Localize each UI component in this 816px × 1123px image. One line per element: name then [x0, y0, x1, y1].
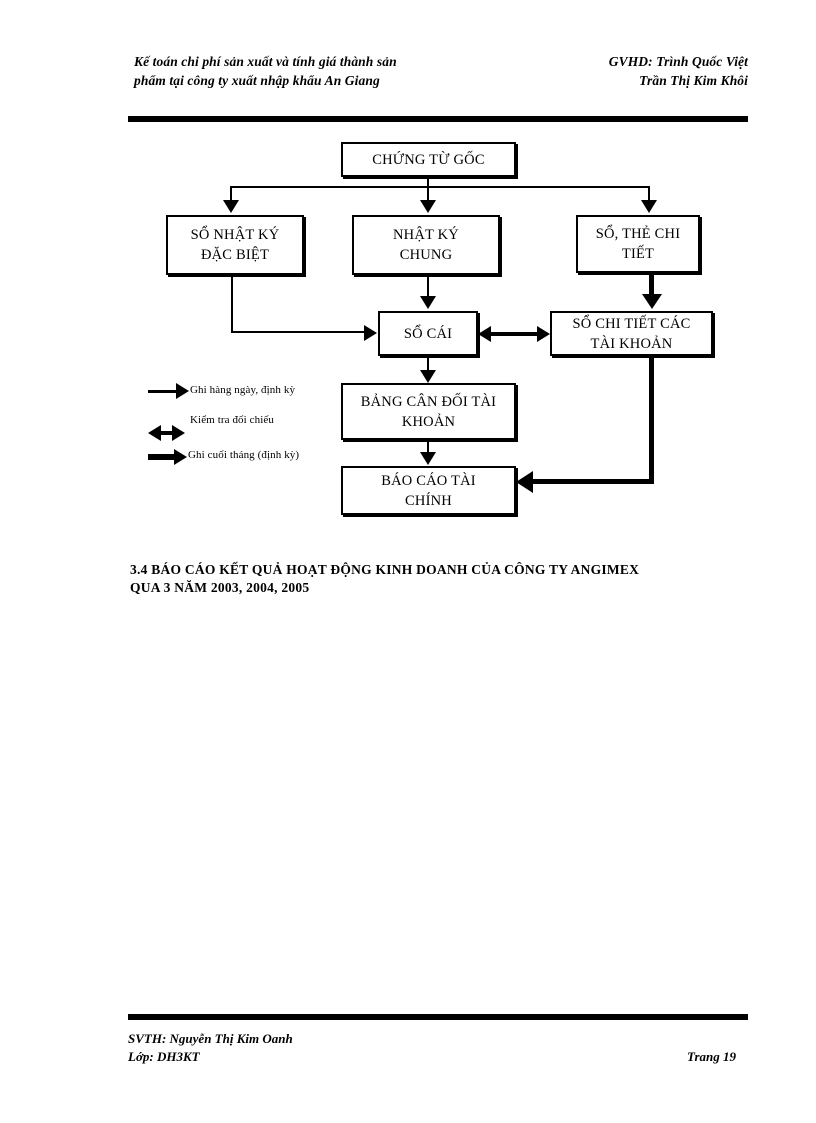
footer-author: SVTH: Nguyễn Thị Kim Oanh Lớp: DH3KT	[128, 1030, 293, 1066]
arrowhead-to-financial-reports	[516, 471, 533, 493]
footer-rule	[128, 1014, 748, 1020]
legend-arrow-daily-shaft	[148, 390, 178, 393]
legend-label-monthly: Ghi cuối tháng (định kỳ)	[188, 449, 300, 461]
legend-arrow-crosscheck-head-left	[148, 425, 161, 441]
connector-detail-accounts-down	[649, 356, 654, 484]
node-detail-accounts-label-line2: TÀI KHOẢN	[590, 335, 673, 352]
section-heading-line2: QUA 3 NĂM 2003, 2004, 2005	[130, 580, 310, 595]
legend-label-crosscheck: Kiểm tra đối chiếu	[190, 414, 274, 426]
arrowhead-trial-balance-to-financial-reports	[420, 452, 436, 465]
legend-arrow-monthly-shaft	[148, 454, 176, 460]
arrowhead-ledger-to-trial-balance	[420, 370, 436, 383]
header-advisor-line1: GVHD: Trình Quốc Việt	[608, 54, 748, 69]
header-rule	[128, 116, 748, 122]
section-heading-line1: 3.4 BÁO CÁO KẾT QUẢ HOẠT ĐỘNG KINH DOANH…	[130, 562, 640, 577]
node-financial-reports: BÁO CÁO TÀI CHÍNH	[341, 466, 516, 515]
connector-general-journal-to-ledger	[427, 275, 429, 297]
node-detail-books-label-line1: SỔ, THẺ CHI	[595, 226, 681, 242]
accounting-flowchart: CHỨNG TỪ GỐC SỔ NHẬT KÝ ĐẶC BIỆT NHẬT KÝ…	[0, 0, 816, 560]
node-financial-reports-label-line2: CHÍNH	[405, 492, 452, 509]
node-trial-balance-label-line2: KHOẢN	[401, 413, 456, 430]
header-advisor-line2: Trần Thị Kim Khôi	[639, 73, 748, 88]
connector-special-journal-down	[231, 275, 233, 333]
arrowhead-special-journal-to-ledger	[364, 325, 377, 341]
header-title-left-line1: Kế toán chi phí sản xuất và tính giá thà…	[134, 54, 397, 69]
arrowhead-to-detail-books	[641, 200, 657, 213]
header-advisor-right: GVHD: Trình Quốc Việt Trần Thị Kim Khôi	[448, 52, 748, 90]
legend-arrow-monthly-head	[174, 449, 187, 465]
node-detail-books: SỔ, THẺ CHI TIẾT	[576, 215, 700, 273]
section-heading: 3.4 BÁO CÁO KẾT QUẢ HOẠT ĐỘNG KINH DOANH…	[130, 561, 770, 597]
arrowhead-detail-books-to-detail-accounts	[642, 294, 662, 309]
node-general-journal: NHẬT KÝ CHUNG	[352, 215, 500, 275]
arrowhead-to-special-journal	[223, 200, 239, 213]
connector-ledger-detail-accounts-crosscheck	[487, 332, 543, 336]
connector-source-to-bar	[427, 177, 429, 187]
node-trial-balance-label-line1: BẢNG CÂN ĐỐI TÀI	[360, 393, 497, 410]
page-footer: SVTH: Nguyễn Thị Kim Oanh Lớp: DH3KT Tra…	[128, 1030, 748, 1070]
footer-page-number: Trang 19	[687, 1049, 736, 1064]
connector-detail-accounts-to-financial-reports	[530, 479, 654, 484]
connector-distributor-bar	[230, 186, 650, 188]
node-source-documents: CHỨNG TỪ GỐC	[341, 142, 516, 177]
node-special-journal-label-line2: ĐẶC BIỆT	[200, 247, 270, 263]
node-general-journal-label-line2: CHUNG	[399, 247, 453, 263]
footer-class: Lớp: DH3KT	[128, 1049, 200, 1064]
arrowhead-to-general-journal	[420, 200, 436, 213]
arrowhead-general-journal-to-ledger	[420, 296, 436, 309]
arrowhead-crosscheck-left	[478, 326, 491, 342]
connector-special-journal-to-ledger	[231, 331, 367, 333]
legend-arrow-crosscheck-head-right	[172, 425, 185, 441]
header-title-left-line2: phẩm tại công ty xuất nhập khẩu An Giang	[134, 73, 380, 88]
legend-arrow-daily-head	[176, 383, 189, 399]
node-trial-balance: BẢNG CÂN ĐỐI TÀI KHOẢN	[341, 383, 516, 440]
header-title-left: Kế toán chi phí sản xuất và tính giá thà…	[134, 52, 494, 90]
node-financial-reports-label-line1: BÁO CÁO TÀI	[381, 472, 476, 489]
connector-trial-balance-to-financial-reports	[427, 440, 429, 453]
node-detail-accounts: SỔ CHI TIẾT CÁC TÀI KHOẢN	[550, 311, 713, 356]
page-header: Kế toán chi phí sản xuất và tính giá thà…	[128, 52, 748, 104]
node-detail-books-label-line2: TIẾT	[621, 246, 655, 262]
node-ledger: SỔ CÁI	[378, 311, 478, 356]
node-special-journal-label-line1: SỔ NHẬT KÝ	[190, 227, 280, 243]
node-special-journal: SỔ NHẬT KÝ ĐẶC BIỆT	[166, 215, 304, 275]
arrowhead-crosscheck-right	[537, 326, 550, 342]
footer-student-name: SVTH: Nguyễn Thị Kim Oanh	[128, 1031, 293, 1046]
legend-arrow-crosscheck-shaft	[158, 431, 174, 435]
connector-bar-to-detail-books	[648, 186, 650, 202]
node-detail-accounts-label-line1: SỔ CHI TIẾT CÁC	[572, 315, 691, 332]
connector-ledger-to-trial-balance	[427, 356, 429, 372]
node-general-journal-label-line1: NHẬT KÝ	[393, 227, 459, 243]
connector-bar-to-general-journal	[427, 186, 429, 202]
legend-label-daily: Ghi hàng ngày, định kỳ	[190, 384, 296, 396]
node-source-documents-label: CHỨNG TỪ GỐC	[372, 151, 485, 168]
node-ledger-label: SỔ CÁI	[403, 325, 453, 342]
connector-bar-to-special-journal	[230, 186, 232, 202]
connector-detail-books-to-detail-accounts	[649, 273, 654, 295]
